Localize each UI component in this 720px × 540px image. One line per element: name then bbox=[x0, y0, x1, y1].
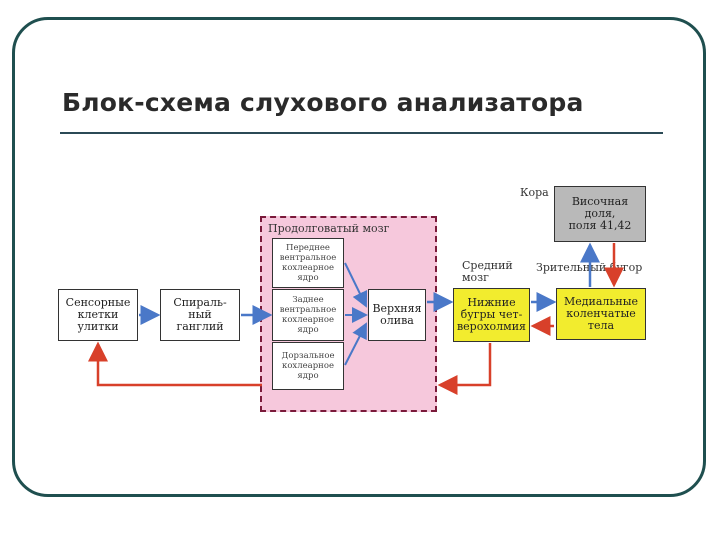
title-divider bbox=[60, 132, 663, 134]
medulla-label: Продолговатый мозг bbox=[268, 222, 390, 235]
inferior-colliculi-box: Нижние бугры чет- верохолмия bbox=[453, 288, 530, 342]
temporal-lobe-text: Височная доля, поля 41,42 bbox=[568, 195, 632, 232]
posterior-ventral-nucleus-text: Заднее вентральное кохлеарное ядро bbox=[279, 295, 337, 335]
cortex-label: Кора bbox=[520, 186, 549, 199]
spiral-ganglion-text: Спираль- ный ганглий bbox=[173, 296, 227, 333]
medial-geniculate-text: Медиальные коленчатые тела bbox=[563, 295, 638, 332]
temporal-lobe-box: Височная доля, поля 41,42 bbox=[554, 186, 646, 242]
sensory-cells-text: Сенсорные клетки улитки bbox=[65, 296, 131, 333]
anterior-ventral-nucleus-text: Переднее вентральное кохлеарное ядро bbox=[279, 243, 337, 283]
arrow-medulla-to-cochlea bbox=[88, 341, 262, 387]
midbrain-label: Средний мозг bbox=[462, 259, 513, 284]
page-title: Блок-схема слухового анализатора bbox=[62, 88, 584, 117]
superior-olive-text: Верхняя олива bbox=[372, 302, 422, 327]
sensory-cells-box: Сенсорные клетки улитки bbox=[58, 289, 138, 341]
arrow-colliculi-feedback bbox=[437, 343, 492, 395]
inferior-colliculi-text: Нижние бугры чет- верохолмия bbox=[456, 296, 526, 333]
arrow-anterior-to-olive bbox=[344, 262, 368, 308]
anterior-ventral-nucleus-box: Переднее вентральное кохлеарное ядро bbox=[272, 238, 344, 288]
spiral-ganglion-box: Спираль- ный ганглий bbox=[160, 289, 240, 341]
dorsal-nucleus-text: Дорзальное кохлеарное ядро bbox=[281, 351, 335, 381]
medial-geniculate-box: Медиальные коленчатые тела bbox=[556, 288, 646, 340]
arrow-dorsal-to-olive bbox=[344, 322, 367, 366]
dorsal-nucleus-box: Дорзальное кохлеарное ядро bbox=[272, 342, 344, 390]
posterior-ventral-nucleus-box: Заднее вентральное кохлеарное ядро bbox=[272, 289, 344, 341]
superior-olive-box: Верхняя олива bbox=[368, 289, 426, 341]
